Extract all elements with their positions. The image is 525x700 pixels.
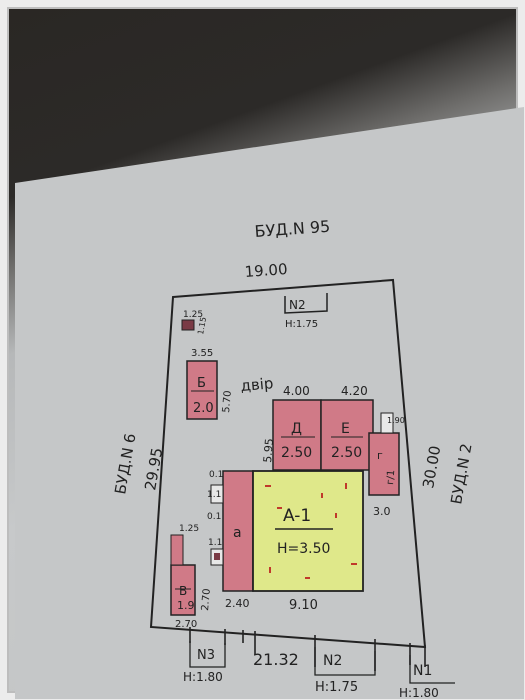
small-structure — [181, 319, 195, 331]
building-e — [320, 399, 374, 471]
building-b-depth: 5.70 — [221, 390, 234, 413]
mark-3: 0.1 — [207, 512, 221, 522]
corner-mark-1: 1.25 — [183, 310, 203, 320]
building-v — [170, 564, 196, 616]
site-plan-diagram: БУД.N 95 19.00 N2 H:1.75 БУД.N 6 29.95 3… — [15, 107, 524, 699]
gate-n2-id: N2 — [323, 653, 342, 669]
mark-4: 1.90 — [387, 416, 405, 425]
mark-5: 1.1 — [208, 538, 222, 548]
gate-n3-outline — [189, 641, 226, 668]
house-a1-id: A-1 — [283, 506, 311, 526]
gate-n1-id: N1 — [413, 663, 432, 679]
bottom-length-label: 21.32 — [253, 650, 299, 669]
top-gate-id: N2 — [289, 298, 306, 312]
gate-n3-height: H:1.80 — [183, 670, 223, 684]
entrance-box-upper — [210, 484, 224, 504]
top-gate — [284, 293, 328, 314]
gate-n1-height: H:1.80 — [399, 686, 439, 699]
building-d-id: Д — [291, 421, 302, 437]
gate-n2-height: H:1.75 — [315, 680, 358, 695]
mark-2: 1.1 — [207, 490, 221, 500]
building-g-width: 3.0 — [373, 505, 391, 518]
building-g — [368, 432, 400, 496]
building-d-width: 4.00 — [283, 384, 310, 398]
building-g-id: г — [377, 449, 383, 462]
building-b — [186, 360, 218, 420]
yard-label: двір — [240, 374, 274, 395]
gate-n1-outline — [409, 655, 455, 684]
building-v-annex — [170, 534, 184, 566]
building-b-id: Б — [197, 376, 206, 391]
entrance-box-lower-fill — [214, 553, 220, 560]
corner-mark-2: 1.15 — [196, 316, 208, 335]
paper-sheet: БУД.N 95 19.00 N2 H:1.75 БУД.N 6 29.95 3… — [15, 15, 524, 699]
paper-background — [15, 107, 524, 699]
gate-n2-bottom-outline — [314, 647, 376, 676]
house-a1-width: 9.10 — [289, 598, 318, 613]
house-a1-hatch — [265, 483, 357, 579]
building-v-value: 1.9 — [177, 599, 195, 612]
building-d-depth: 5.95 — [261, 438, 276, 464]
building-v-width: 2.70 — [175, 619, 197, 630]
house-a1 — [252, 470, 364, 592]
building-e-width: 4.20 — [341, 384, 368, 398]
building-e-value: 2.50 — [331, 445, 362, 461]
building-v-depth: 2.70 — [200, 588, 213, 611]
top-length-label: 19.00 — [244, 260, 288, 281]
building-e-id: Е — [341, 421, 350, 437]
building-b-value: 2.0 — [193, 401, 214, 416]
building-d-value: 2.50 — [281, 445, 312, 461]
building-a-veranda — [222, 470, 254, 592]
building-v-id: В — [179, 584, 187, 598]
building-a-width: 2.40 — [225, 597, 250, 610]
house-a1-height: H=3.50 — [277, 541, 330, 557]
mark-6: 1.25 — [179, 524, 199, 534]
gate-n3-id: N3 — [197, 648, 215, 663]
top-gate-height: H:1.75 — [285, 319, 318, 330]
building-b-width: 3.55 — [191, 348, 213, 359]
building-a-id: а — [233, 525, 242, 541]
mark-1: 0.1 — [209, 470, 223, 480]
building-g-value: г/1 — [385, 469, 397, 485]
building-g-porch — [380, 412, 394, 434]
